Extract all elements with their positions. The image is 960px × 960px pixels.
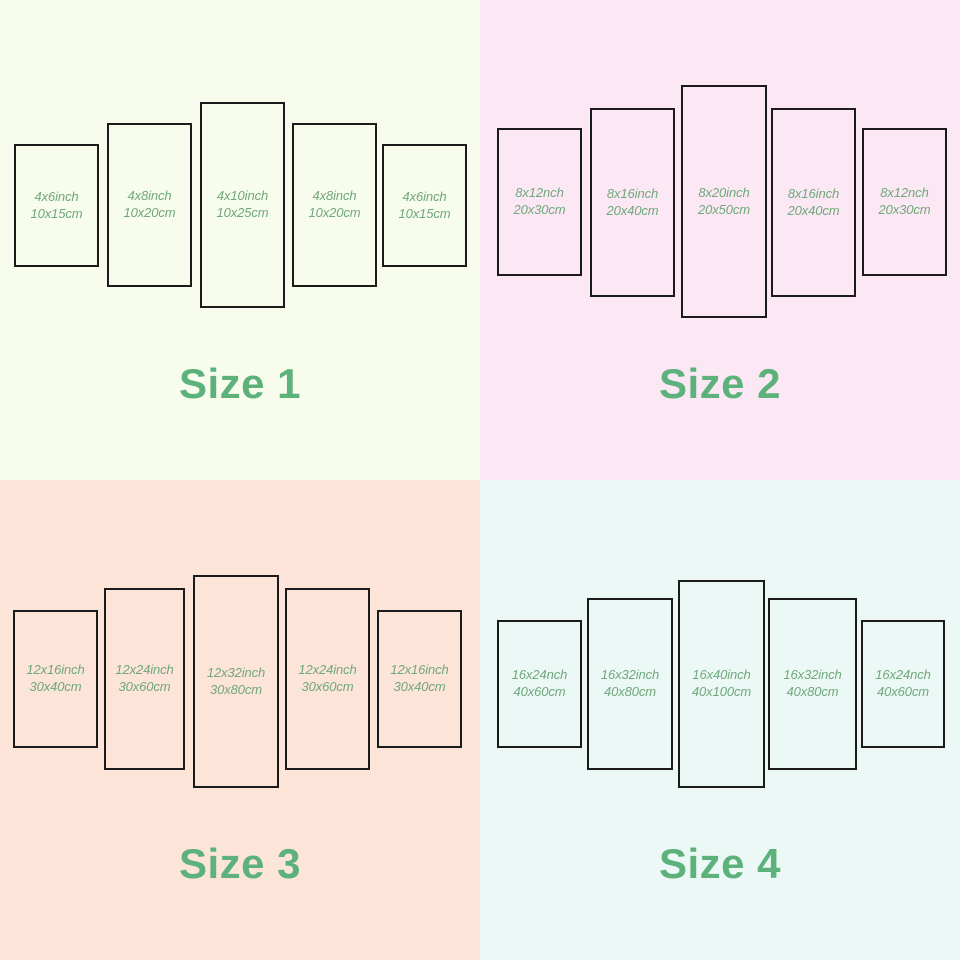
frame-size-inches: 16x24nch [511,667,568,683]
frame-size-inches: 4x10inch [216,188,269,204]
frame-size-inches: 12x24inch [298,662,357,678]
size-caption-3: Size 3 [178,840,302,887]
frame-size-inches: 12x16inch [26,662,85,678]
frame-size-inches: 8x12nch [515,185,564,201]
frame-size-inches: 8x16inch [787,185,840,201]
frame-size-inches: 12x16inch [390,662,449,678]
frame-size-centimeters: 40x100cm [691,684,752,699]
frame-size-centimeters: 40x80cm [786,684,839,699]
frame-size-centimeters: 30x60cm [301,679,354,694]
frame-size-centimeters: 30x40cm [29,679,82,694]
size-caption-1: Size 1 [178,360,302,407]
frame-size-inches: 12x32inch [206,664,266,680]
frame-size-inches: 4x8inch [127,188,172,204]
frame-size-centimeters: 10x15cm [30,205,83,221]
frame-size-centimeters: 20x30cm [878,202,931,217]
frame-size-inches: 4x6inch [34,188,79,204]
frame-size-centimeters: 40x60cm [513,684,566,699]
frame-size-inches: 4x6inch [402,188,447,204]
frame-size-inches: 8x20inch [698,184,750,200]
frame-size-centimeters: 40x80cm [603,684,657,699]
frame-size-centimeters: 30x40cm [393,679,446,694]
frame-size-inches: 12x24inch [115,662,174,678]
frame-size-centimeters: 10x20cm [123,205,176,220]
frame-size-inches: 4x8inch [312,188,357,204]
frame-size-inches: 16x32inch [600,667,660,683]
frame-size-centimeters: 20x40cm [606,202,659,218]
frame-size-centimeters: 10x20cm [308,205,361,220]
frame-size-inches: 8x12nch [880,185,929,201]
frame-size-centimeters: 20x50cm [697,201,751,217]
size-caption-2: Size 2 [658,360,782,407]
frame-size-inches: 16x24nch [875,667,931,683]
frame-size-centimeters: 30x60cm [118,679,171,694]
frame-size-inches: 8x16inch [606,185,659,201]
frame-size-centimeters: 20x30cm [513,202,566,217]
frame-size-inches: 16x40inch [692,667,751,683]
frame-size-centimeters: 10x25cm [216,205,269,220]
frame-size-centimeters: 30x80cm [209,681,263,697]
frame-size-centimeters: 10x15cm [398,205,451,221]
frame-size-centimeters: 40x60cm [876,684,930,699]
size-caption-4: Size 4 [658,840,782,887]
frame-size-centimeters: 20x40cm [787,202,840,218]
frame-size-inches: 16x32inch [783,667,842,683]
